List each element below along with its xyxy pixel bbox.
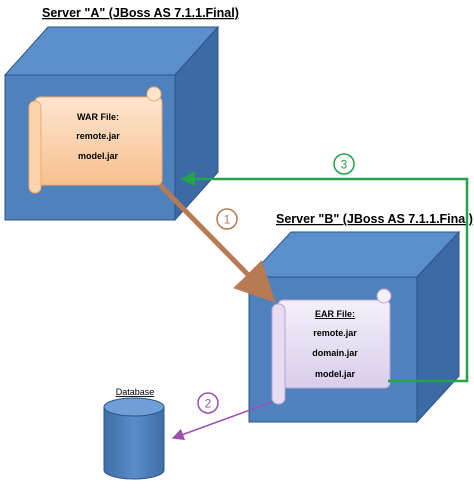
ear-file-item-domain: domain.jar [312, 348, 358, 358]
ear-file-heading: EAR File: [315, 309, 355, 319]
step-1-arrow [158, 183, 276, 303]
step-2-badge: 2 [197, 392, 219, 414]
war-file-item-model: model.jar [78, 151, 119, 161]
war-file-item-remote: remote.jar [76, 131, 120, 141]
step-3-badge: 3 [333, 153, 355, 175]
war-file-heading: WAR File: [77, 112, 119, 122]
step-3-arrow [180, 171, 469, 383]
ear-file-item-model: model.jar [315, 369, 356, 379]
step-2-number: 2 [205, 397, 212, 411]
step-1-number: 1 [224, 213, 231, 227]
database-label: Database [116, 387, 155, 397]
step-2-arrow [171, 401, 273, 441]
database-cylinder [103, 397, 165, 480]
ear-file-item-remote: remote.jar [313, 328, 357, 338]
step-1-badge: 1 [216, 208, 238, 230]
war-file-scroll: WAR File: remote.jar model.jar [28, 86, 163, 194]
server-b-title: Server "B" (JBoss AS 7.1.1.Final) [276, 212, 473, 226]
ear-file-scroll: EAR File: remote.jar domain.jar model.ja… [271, 288, 392, 405]
server-a-title: Server "A" (JBoss AS 7.1.1.Final) [42, 6, 239, 20]
step-3-number: 3 [341, 158, 348, 172]
